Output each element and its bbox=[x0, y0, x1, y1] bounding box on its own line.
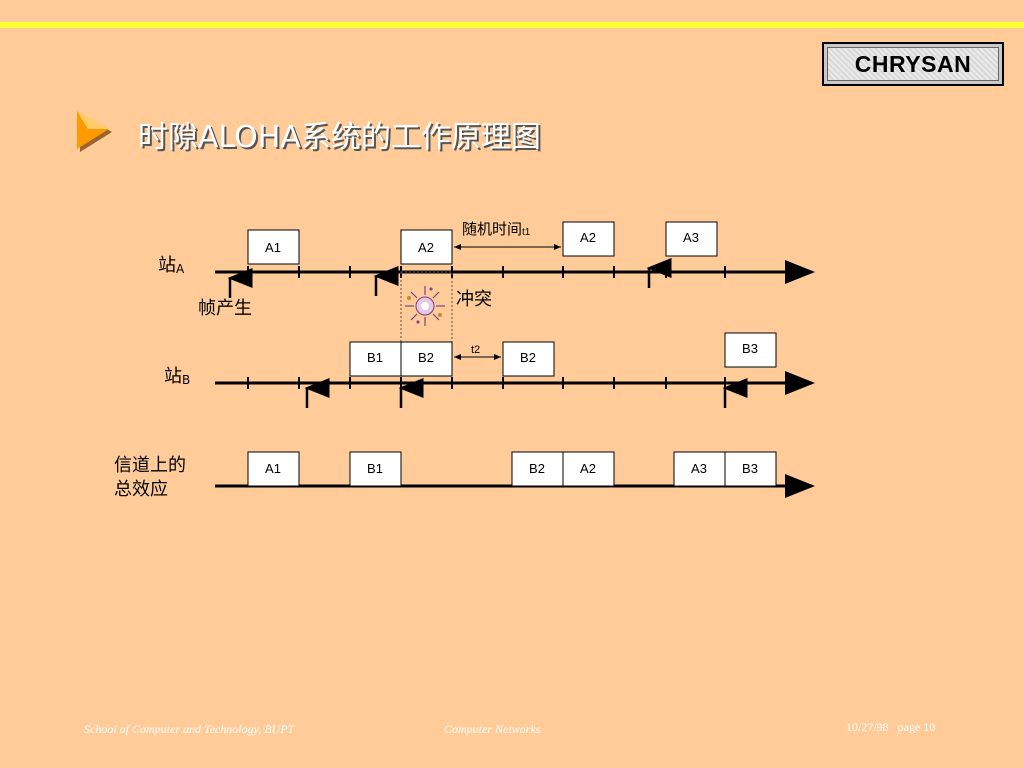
collision-label: 冲突 bbox=[456, 289, 492, 310]
frame-box bbox=[400, 229, 453, 265]
triangle-bullet-icon bbox=[77, 111, 112, 152]
frame-box bbox=[511, 451, 564, 487]
frame-label: B3 bbox=[742, 341, 758, 356]
frame-box bbox=[349, 341, 402, 377]
footer-school: School of Computer and Technology, BUPT bbox=[84, 722, 295, 736]
frame-label: B1 bbox=[367, 350, 383, 365]
frame-box bbox=[247, 451, 300, 487]
frame-box bbox=[400, 341, 453, 377]
footer-date-page: 10/27/98 page 10 bbox=[846, 720, 936, 734]
frame-label: B2 bbox=[520, 350, 536, 365]
frame-label: B2 bbox=[529, 461, 545, 476]
random-time-label: 随机时间t1 bbox=[462, 220, 531, 238]
station-b-frames: B1 B2 B2 B3 bbox=[349, 332, 777, 377]
frame-box bbox=[665, 221, 718, 257]
frame-label: B2 bbox=[418, 350, 434, 365]
frame-box bbox=[724, 451, 777, 487]
station-a-arrivals bbox=[227, 258, 672, 298]
station-a-label: 站A bbox=[158, 255, 185, 276]
frame-label: A3 bbox=[691, 461, 707, 476]
channel-label-line1: 信道上的 bbox=[114, 455, 186, 476]
frame-box bbox=[724, 332, 777, 368]
station-b-label: 站B bbox=[164, 366, 190, 387]
t2-label: t2 bbox=[471, 344, 480, 356]
slide-title: 时隙ALOHA系统的工作原理图 bbox=[138, 120, 541, 155]
channel-frames: A1 B1 B2 A2 A3 B3 bbox=[247, 451, 777, 487]
frame-label: A2 bbox=[580, 230, 596, 245]
footer-course: Computer Networks bbox=[444, 722, 541, 736]
station-b-arrivals bbox=[304, 378, 748, 408]
station-a-frames: A1 A2 A2 A3 bbox=[247, 221, 718, 265]
frame-label: A3 bbox=[683, 230, 699, 245]
logo-text: CHRYSAN bbox=[827, 47, 999, 81]
top-accent-bar bbox=[0, 22, 1024, 28]
chrysan-logo: CHRYSAN bbox=[822, 42, 1004, 86]
frame-label: B1 bbox=[367, 461, 383, 476]
frame-box bbox=[673, 451, 726, 487]
frame-box bbox=[502, 341, 555, 377]
collision-burst-icon bbox=[405, 286, 445, 326]
frame-box bbox=[349, 451, 402, 487]
frame-label: B3 bbox=[742, 461, 758, 476]
channel-label-line2: 总效应 bbox=[114, 479, 168, 500]
frame-label: A1 bbox=[265, 461, 281, 476]
frame-generated-label: 帧产生 bbox=[198, 298, 252, 319]
frame-box bbox=[562, 221, 615, 257]
frame-label: A2 bbox=[580, 461, 596, 476]
frame-label: A1 bbox=[265, 240, 281, 255]
frame-label: A2 bbox=[418, 240, 434, 255]
collision-region bbox=[400, 271, 453, 351]
frame-box bbox=[562, 451, 615, 487]
frame-box bbox=[247, 229, 300, 265]
